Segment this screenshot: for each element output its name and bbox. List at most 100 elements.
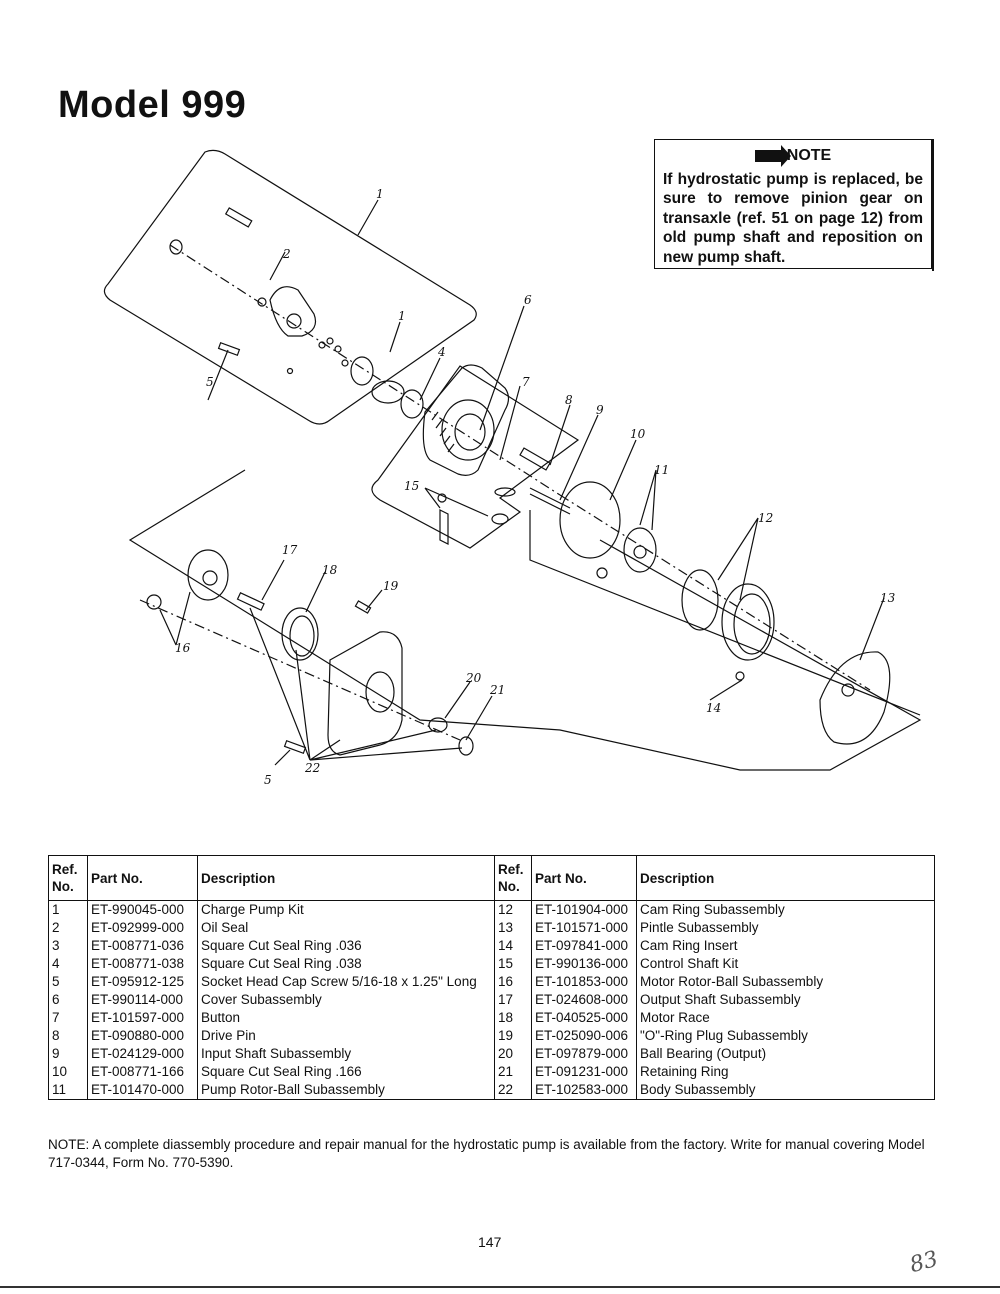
table-row: 1 ET-990045-000 Charge Pump Kit 12 ET-10… [48,900,935,919]
part-cell: ET-101597-000 [87,1009,198,1027]
callout-7: 7 [522,375,530,389]
exploded-parts-diagram: 1 2 1 4 5 6 7 8 9 10 11 12 13 14 15 16 1… [103,149,922,787]
part-cell: ET-090880-000 [87,1027,198,1045]
part-cell: ET-101470-000 [87,1081,198,1100]
ref-cell: 1 [48,900,88,919]
part-cell: ET-097879-000 [531,1045,637,1063]
part-cell: ET-101904-000 [531,900,637,919]
desc-cell: Body Subassembly [640,1082,756,1097]
desc-cell: Output Shaft Subassembly [640,992,801,1007]
desc-cell: Cam Ring Insert [640,938,738,953]
desc-cell: Oil Seal [197,919,495,937]
part-cell: ET-008771-166 [87,1063,198,1081]
ref-cell: 5 [48,973,88,991]
callout-10: 10 [630,427,646,441]
ref-cell: 20 [494,1045,532,1063]
page-number: 147 [478,1234,502,1250]
part-cell: ET-990136-000 [531,955,637,973]
callout-11: 11 [654,463,669,477]
handwritten-mark: 83 [907,1246,941,1279]
callout-1: 1 [376,187,384,201]
part-cell: ET-025090-006 [531,1027,637,1045]
callout-16: 16 [175,641,191,655]
footnote: NOTE: A complete diassembly procedure an… [48,1137,925,1170]
ref-cell: 16 [494,973,532,991]
desc-cell: Button [197,1009,495,1027]
desc-cell: Charge Pump Kit [197,900,495,919]
header-part-no: Part No. [87,855,198,901]
desc-cell: Motor Race [640,1010,710,1025]
table-row: 5 ET-095912-125 Socket Head Cap Screw 5/… [48,973,935,991]
ref-cell: 8 [48,1027,88,1045]
table-row: 10 ET-008771-166 Square Cut Seal Ring .1… [48,1063,935,1081]
header-description: Description [197,855,495,901]
table-row: 7 ET-101597-000 Button 18 ET-040525-000 … [48,1009,935,1027]
page-title: Model 999 [58,84,247,126]
callout-9: 9 [596,403,604,417]
callout-5-bottom: 5 [264,773,272,787]
part-cell: ET-092999-000 [87,919,198,937]
ref-cell: 18 [494,1009,532,1027]
note-shadow [932,139,934,271]
ref-cell: 14 [494,937,532,955]
callout-13: 13 [880,591,896,605]
table-row: 9 ET-024129-000 Input Shaft Subassembly … [48,1045,935,1063]
part-cell: ET-008771-036 [87,937,198,955]
ref-cell: 13 [494,919,532,937]
ref-cell: 6 [48,991,88,1009]
note-box: NOTE If hydrostatic pump is replaced, be… [654,139,932,269]
table-row: 4 ET-008771-038 Square Cut Seal Ring .03… [48,955,935,973]
table-row: 6 ET-990114-000 Cover Subassembly 17 ET-… [48,991,935,1009]
desc-cell: Pump Rotor-Ball Subassembly [197,1081,495,1100]
ref-cell: 11 [48,1081,88,1100]
part-cell: ET-024129-000 [87,1045,198,1063]
callout-20: 20 [465,671,482,685]
part-cell: ET-097841-000 [531,937,637,955]
bottom-rule [0,1286,1000,1288]
parts-table-body: 1 ET-990045-000 Charge Pump Kit 12 ET-10… [48,900,935,1100]
table-row: 2 ET-092999-000 Oil Seal 13 ET-101571-00… [48,919,935,937]
desc-cell: Square Cut Seal Ring .166 [197,1063,495,1081]
ref-cell: 2 [48,919,88,937]
callout-18: 18 [322,563,338,577]
ref-cell: 10 [48,1063,88,1081]
table-row: 8 ET-090880-000 Drive Pin 19 ET-025090-0… [48,1027,935,1045]
part-cell: ET-990114-000 [87,991,198,1009]
callout-6: 6 [524,293,532,307]
desc-cell: Square Cut Seal Ring .038 [197,955,495,973]
ref-cell: 3 [48,937,88,955]
callout-17: 17 [282,543,298,557]
part-cell: ET-091231-000 [531,1063,637,1081]
ref-cell: 4 [48,955,88,973]
desc-cell: "O"-Ring Plug Subassembly [640,1028,808,1043]
part-cell: ET-008771-038 [87,955,198,973]
desc-cell: Control Shaft Kit [640,956,739,971]
desc-cell: Cam Ring Subassembly [640,902,785,917]
note-text: If hydrostatic pump is replaced, be sure… [663,170,923,266]
part-cell: ET-040525-000 [531,1009,637,1027]
callout-21: 21 [489,683,505,697]
desc-cell: Pintle Subassembly [640,920,759,935]
desc-cell: Ball Bearing (Output) [640,1046,767,1061]
header-part-no-2: Part No. [531,855,637,901]
ref-cell: 12 [494,900,532,919]
table-row: 11 ET-101470-000 Pump Rotor-Ball Subasse… [48,1081,935,1100]
desc-cell: Retaining Ring [640,1064,729,1079]
arrow-icon [754,144,791,167]
callout-12: 12 [758,511,773,525]
callout-8: 8 [565,393,573,407]
ref-cell: 7 [48,1009,88,1027]
callout-3: 1 [398,309,406,323]
part-cell: ET-101571-000 [531,919,637,937]
callout-5-top: 5 [206,375,214,389]
ref-cell: 22 [494,1081,532,1100]
header-ref-no: Ref. No. [48,855,88,901]
part-cell: ET-102583-000 [531,1081,637,1100]
desc-cell: Input Shaft Subassembly [197,1045,495,1063]
note-heading: NOTE [663,144,923,167]
part-cell: ET-095912-125 [87,973,198,991]
callout-4: 4 [437,345,446,359]
callout-2: 2 [282,247,291,261]
ref-cell: 19 [494,1027,532,1045]
ref-cell: 21 [494,1063,532,1081]
